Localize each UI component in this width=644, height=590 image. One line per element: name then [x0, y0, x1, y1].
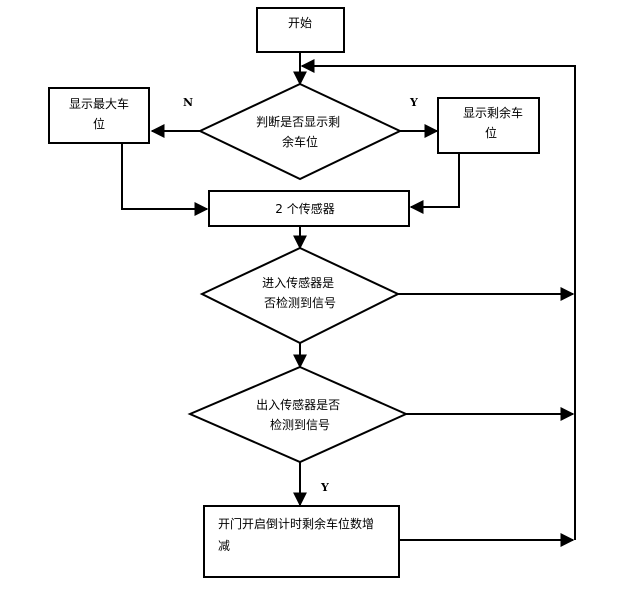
node-decide-enter-text: 进入传感器是 否检测到信号 — [262, 275, 338, 310]
edge-show-remaining-to-sensors — [409, 153, 460, 214]
node-start-text: 开始 — [288, 16, 312, 30]
edges — [121, 52, 576, 547]
node-sensors: 2 个传感器 — [208, 190, 410, 227]
node-decide-exit-text: 出入传感器是否 检测到信号 — [256, 397, 344, 432]
edge-loop-return — [300, 59, 576, 540]
edge-label-no: N — [183, 96, 193, 109]
node-show-max-text: 显示最大车 位 — [69, 96, 133, 131]
node-show-max: 显示最大车 位 — [48, 87, 150, 144]
node-action: 开门开启倒计时剩余车位数增 减 — [203, 505, 400, 578]
node-start: 开始 — [256, 7, 345, 53]
edge-label-yes-display: Y — [409, 96, 418, 109]
node-decide-enter: 进入传感器是 否检测到信号 — [199, 246, 401, 345]
node-decide-exit: 出入传感器是否 检测到信号 — [187, 365, 409, 464]
node-action-text: 开门开启倒计时剩余车位数增 减 — [218, 516, 378, 553]
node-show-remaining: 显示剩余车 位 — [437, 97, 540, 154]
edge-label-yes-action: Y — [320, 481, 329, 494]
node-sensors-text: 2 个传感器 — [275, 201, 334, 216]
node-show-remaining-text: 显示剩余车 位 — [463, 105, 527, 140]
node-decide-display: 判断是否显示剩 余车位 — [197, 82, 403, 181]
edge-show-max-to-sensors — [121, 144, 209, 216]
node-decide-display-text: 判断是否显示剩 余车位 — [256, 114, 344, 149]
